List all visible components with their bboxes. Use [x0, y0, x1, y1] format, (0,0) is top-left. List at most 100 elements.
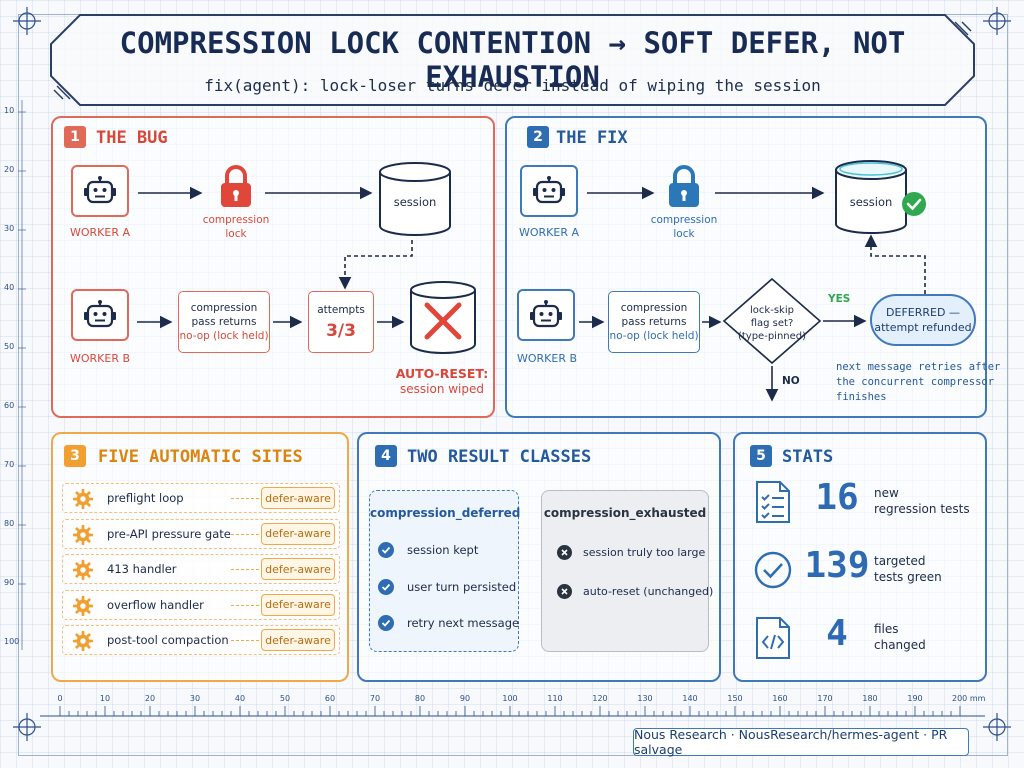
x-circle-icon — [557, 584, 572, 599]
worker-a-robot-icon — [71, 165, 129, 217]
site-row: overflow handler defer-aware — [62, 589, 340, 620]
ruler-label: 60 — [4, 401, 15, 410]
site-row: 413 handler defer-aware — [62, 554, 340, 584]
site-label: 413 handler — [107, 562, 177, 576]
worker-b-robot-icon — [71, 289, 129, 341]
sites-number-badge: 3 — [64, 445, 86, 467]
stat-label: targeted tests green — [874, 554, 942, 584]
stat-label: new regression tests — [874, 486, 970, 516]
exhausted-item-label: auto-reset (unchanged) — [583, 585, 714, 598]
exhausted-item-label: session truly too large — [583, 546, 706, 559]
ruler-label: 100 — [502, 694, 518, 703]
results-number-badge: 4 — [375, 445, 397, 467]
fix-worker-b-robot-icon — [517, 289, 575, 341]
ruler-label: 150 — [727, 694, 743, 703]
exhausted-result-card: compression_exhausted — [541, 490, 709, 652]
ruler-label: 40 — [234, 694, 246, 703]
bug-worker-a-label: WORKER A — [69, 226, 130, 239]
fix-worker-a-label: WORKER A — [518, 226, 579, 239]
checklist-icon — [753, 480, 793, 524]
ruler-label: 50 — [4, 342, 15, 351]
code-file-icon — [753, 616, 793, 660]
bug-compression-pass-box: compression pass returns no-op (lock hel… — [178, 291, 270, 353]
lock-icon — [221, 165, 251, 207]
fix-session-database-icon — [835, 160, 926, 234]
bug-worker-b-label: WORKER B — [69, 352, 131, 365]
ruler-label: 50 — [279, 694, 291, 703]
deferred-pill: DEFERRED — attempt refunded — [870, 294, 976, 346]
gear-icon — [72, 488, 94, 510]
site-label: overflow handler — [107, 597, 204, 612]
bug-number-badge: 1 — [64, 126, 86, 148]
fix-panel-title: THE FIX — [556, 128, 628, 148]
exhausted-heading: compression_exhausted — [543, 506, 707, 520]
site-connector — [231, 498, 259, 499]
bug-noop-label: no-op (lock held) — [179, 330, 269, 342]
decision-label: lock-skip flag set? (type-pinned) — [737, 305, 807, 342]
defer-aware-tag: defer-aware — [261, 593, 335, 616]
wiped-session-icon — [410, 281, 476, 354]
site-connector — [231, 604, 259, 606]
bug-attempts-value: 3/3 — [326, 321, 356, 341]
ruler-label: 20 — [144, 694, 156, 703]
site-connector — [231, 533, 259, 535]
deferred-item-label: user turn persisted — [407, 579, 517, 594]
ruler-label: 120 — [592, 694, 608, 703]
ruler-label: 30 — [4, 224, 15, 233]
ruler-label: 170 — [817, 694, 833, 703]
site-label: preflight loop — [107, 491, 184, 505]
stat-value: 139 — [804, 545, 870, 586]
gear-icon — [72, 559, 94, 581]
ruler-label: 70 — [369, 694, 381, 703]
ruler-label: 90 — [4, 578, 15, 587]
fix-session-label: session — [849, 195, 893, 209]
ruler-label: 10 — [4, 106, 15, 115]
gear-icon — [72, 630, 94, 652]
ruler-label: 140 — [682, 694, 698, 703]
deferred-label: DEFERRED — attempt refunded — [874, 306, 972, 334]
deferred-heading: compression_deferred — [370, 506, 521, 520]
stats-number-badge: 5 — [750, 445, 772, 467]
stat-value: 4 — [826, 613, 848, 654]
site-row: preflight loop defer-aware — [62, 483, 340, 513]
fix-number-badge: 2 — [527, 126, 549, 148]
results-panel-title: TWO RESULT CLASSES — [407, 447, 592, 467]
bug-lock-label: compression lock — [202, 214, 270, 240]
defer-aware-tag: defer-aware — [261, 522, 335, 545]
fix-pass-returns: compression pass returns — [620, 302, 688, 328]
ruler-label: 60 — [324, 694, 336, 703]
session-database-icon — [379, 162, 451, 236]
sites-panel-title: FIVE AUTOMATIC SITES — [98, 447, 303, 467]
ruler-label: 70 — [4, 460, 15, 469]
gear-icon — [72, 595, 94, 616]
ruler-label: 190 — [907, 694, 923, 703]
defer-aware-tag: defer-aware — [261, 558, 335, 580]
ruler-label: 80 — [4, 519, 15, 528]
ruler-label: 200 mm — [952, 694, 986, 703]
fix-compression-pass-box: compression pass returns no-op (lock hel… — [608, 291, 700, 353]
ruler-label: 30 — [189, 694, 201, 703]
gear-icon — [72, 524, 94, 545]
fix-noop-label: no-op (lock held) — [609, 330, 699, 342]
fix-worker-b-label: WORKER B — [516, 352, 578, 365]
footer-credit: Nous Research · NousResearch/hermes-agen… — [633, 727, 969, 757]
ruler-label: 40 — [4, 283, 15, 292]
deferred-item-label: session kept — [407, 543, 479, 557]
decision-no-label: NO — [782, 375, 800, 387]
ruler-label: 0 — [57, 694, 63, 703]
lock-skip-decision-diamond — [722, 277, 822, 365]
deferred-result-card: compression_deferred — [369, 490, 521, 652]
fix-worker-a-robot-icon — [520, 165, 578, 217]
ruler-label: 80 — [414, 694, 426, 703]
bug-panel-title: THE BUG — [96, 128, 168, 148]
bug-attempts-box: attempts 3/3 — [308, 291, 374, 353]
stat-value: 16 — [815, 477, 859, 518]
ruler-label: 110 — [547, 694, 563, 703]
decision-yes-label: YES — [828, 293, 851, 305]
defer-aware-tag: defer-aware — [261, 487, 335, 509]
stats-panel-title: STATS — [782, 447, 834, 467]
fix-retry-note: next message retries after the concurren… — [836, 361, 1001, 403]
auto-reset-label: AUTO-RESET: — [395, 366, 489, 381]
